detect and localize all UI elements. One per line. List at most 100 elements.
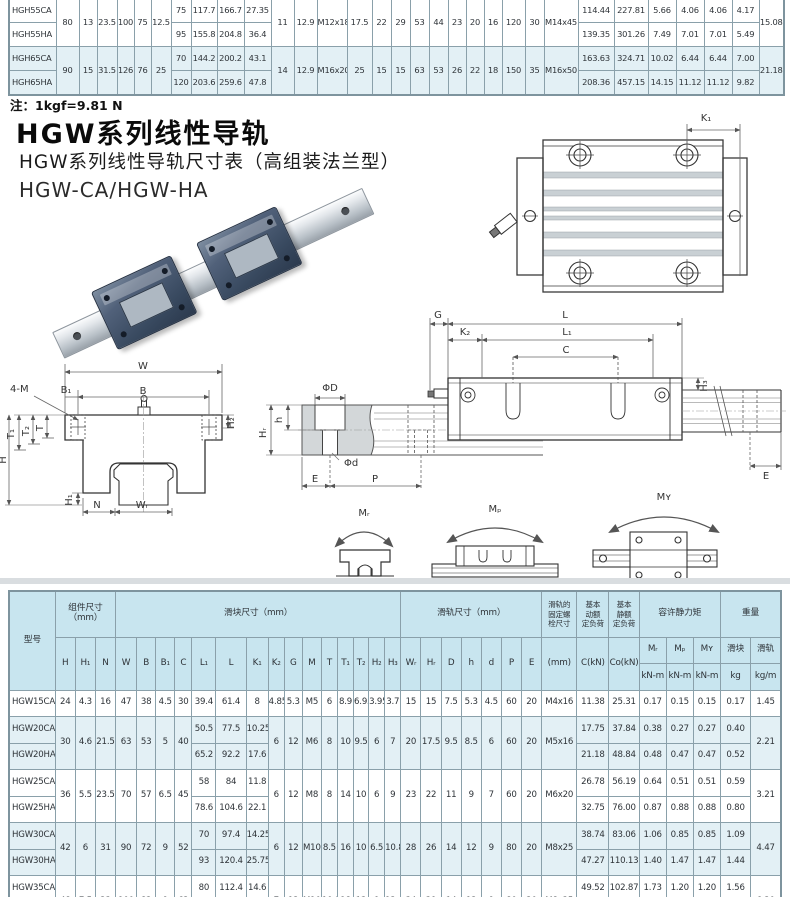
hgw-dimensions-table: 型号组件尺寸 （mm）滑块尺寸（mm）滑轨尺寸（mm）滑轨的 固定螺 栓尺寸基本… <box>8 590 782 897</box>
table-cell: 7.5 <box>440 689 462 717</box>
table-cell: K₂ <box>267 636 285 691</box>
table-cell: 9 <box>155 875 176 897</box>
table-cell: 4.6 <box>74 716 96 770</box>
table-cell: 75 <box>170 0 192 23</box>
table-cell: 203.6 <box>190 70 218 96</box>
table-cell: 5.3 <box>460 689 482 717</box>
table-cell: 63 <box>409 46 430 96</box>
table-cell: 1.44 <box>719 848 752 876</box>
table-cell: 30 <box>54 716 76 770</box>
table-cell: C(kN) <box>576 636 610 691</box>
table-cell: 12 <box>283 822 303 876</box>
table-cell: T <box>320 636 338 691</box>
table-cell: 32.75 <box>576 795 610 823</box>
product-photo <box>48 185 375 359</box>
table-cell: 60 <box>500 769 522 823</box>
table-cell: 4.17 <box>731 0 760 23</box>
table-cell: L₁ <box>191 636 217 691</box>
table-cell: 92.2 <box>215 742 247 770</box>
table-cell: 72 <box>136 822 157 876</box>
table-cell: 6 <box>368 716 386 770</box>
table-cell: 5 <box>155 716 176 770</box>
table-cell: 11.38 <box>576 689 610 717</box>
table-cell: 84 <box>215 769 247 797</box>
table-cell: 227.81 <box>613 0 649 23</box>
table-cell: D <box>440 636 462 691</box>
table-cell: 80 <box>191 875 217 897</box>
table-cell: M12x18 <box>316 0 348 47</box>
table-cell: 28 <box>400 822 422 876</box>
table-cell: 150 <box>501 46 526 96</box>
table-cell: 0.88 <box>692 795 721 823</box>
table-cell: M6 <box>301 716 322 770</box>
table-cell: 4.5 <box>480 689 502 717</box>
table-cell: 47.27 <box>576 848 610 876</box>
table-cell: M10 <box>301 822 322 876</box>
table-cell: C <box>174 636 193 691</box>
grease-nipple-icon <box>488 212 518 239</box>
table-cell: 0.87 <box>638 795 667 823</box>
table-cell: 31.5 <box>96 46 118 96</box>
table-cell: 2.21 <box>750 716 782 770</box>
table-cell: 0.51 <box>665 769 694 797</box>
table-cell: N <box>94 636 117 691</box>
table-cell: H₃ <box>384 636 402 691</box>
table-cell: 11 <box>270 0 295 47</box>
table-cell: 60 <box>500 716 522 770</box>
table-cell: 43.1 <box>243 46 272 71</box>
table-cell: M6x20 <box>541 769 578 823</box>
table-cell: 15 <box>420 689 442 717</box>
table-cell: 12.5 <box>150 0 172 47</box>
table-cell: 20 <box>400 716 422 770</box>
table-cell: 37.84 <box>608 716 640 744</box>
table-cell: kN-m <box>638 663 667 691</box>
table-cell: 60 <box>500 689 522 717</box>
dim-b-label: B <box>140 386 147 397</box>
table-cell: M8x25 <box>541 822 578 876</box>
table-cell: 3.7 <box>384 689 402 717</box>
table-cell: 6.5 <box>368 822 386 876</box>
table-cell: T₂ <box>353 636 370 691</box>
table-cell: 20 <box>520 716 543 770</box>
table-cell: 滑块 <box>719 636 752 664</box>
table-cell: 126 <box>116 46 135 96</box>
table-cell: 6 <box>368 769 386 823</box>
table-cell: 10.02 <box>647 46 677 71</box>
table-cell: M5 <box>301 689 322 717</box>
table-cell: 30 <box>524 0 545 47</box>
table-cell: 457.15 <box>613 70 649 96</box>
table-cell: 25 <box>150 46 172 96</box>
table-cell: 25.31 <box>608 689 640 717</box>
table-cell: 14 <box>440 875 462 897</box>
table-cell: Mᵣ <box>638 636 667 664</box>
dim-phi-d-label: ΦD <box>322 383 338 394</box>
table-cell: 65.2 <box>191 742 217 770</box>
table-cell: 12.9 <box>293 46 318 96</box>
table-cell: 9 <box>480 875 502 897</box>
table-cell: 90 <box>55 46 80 96</box>
table-cell: H₂ <box>368 636 386 691</box>
table-cell: 12 <box>460 822 482 876</box>
table-cell: 48.84 <box>608 742 640 770</box>
table-cell: (mm) <box>541 636 578 691</box>
table-cell: H₁ <box>74 636 96 691</box>
table-cell: HGH55CA <box>8 0 57 23</box>
table-cell: 14.15 <box>647 70 677 96</box>
dim-c-label: C <box>563 345 570 356</box>
table-cell: 15 <box>78 46 98 96</box>
table-cell: 23.5 <box>94 769 117 823</box>
table-cell: HGW35CA <box>8 875 56 897</box>
dim-n-label: N <box>93 500 100 511</box>
table-cell: 21.5 <box>94 716 117 770</box>
dim-e-label: E <box>312 474 318 485</box>
table-cell: 63 <box>114 716 138 770</box>
table-cell: 38 <box>136 689 157 717</box>
table-cell: 6.30 <box>750 875 782 897</box>
table-cell: 26 <box>420 822 442 876</box>
table-cell: 49.52 <box>576 875 610 897</box>
table-cell: 11.12 <box>675 70 705 96</box>
table-cell: 155.8 <box>190 22 218 47</box>
table-cell: 9.5 <box>353 716 370 770</box>
